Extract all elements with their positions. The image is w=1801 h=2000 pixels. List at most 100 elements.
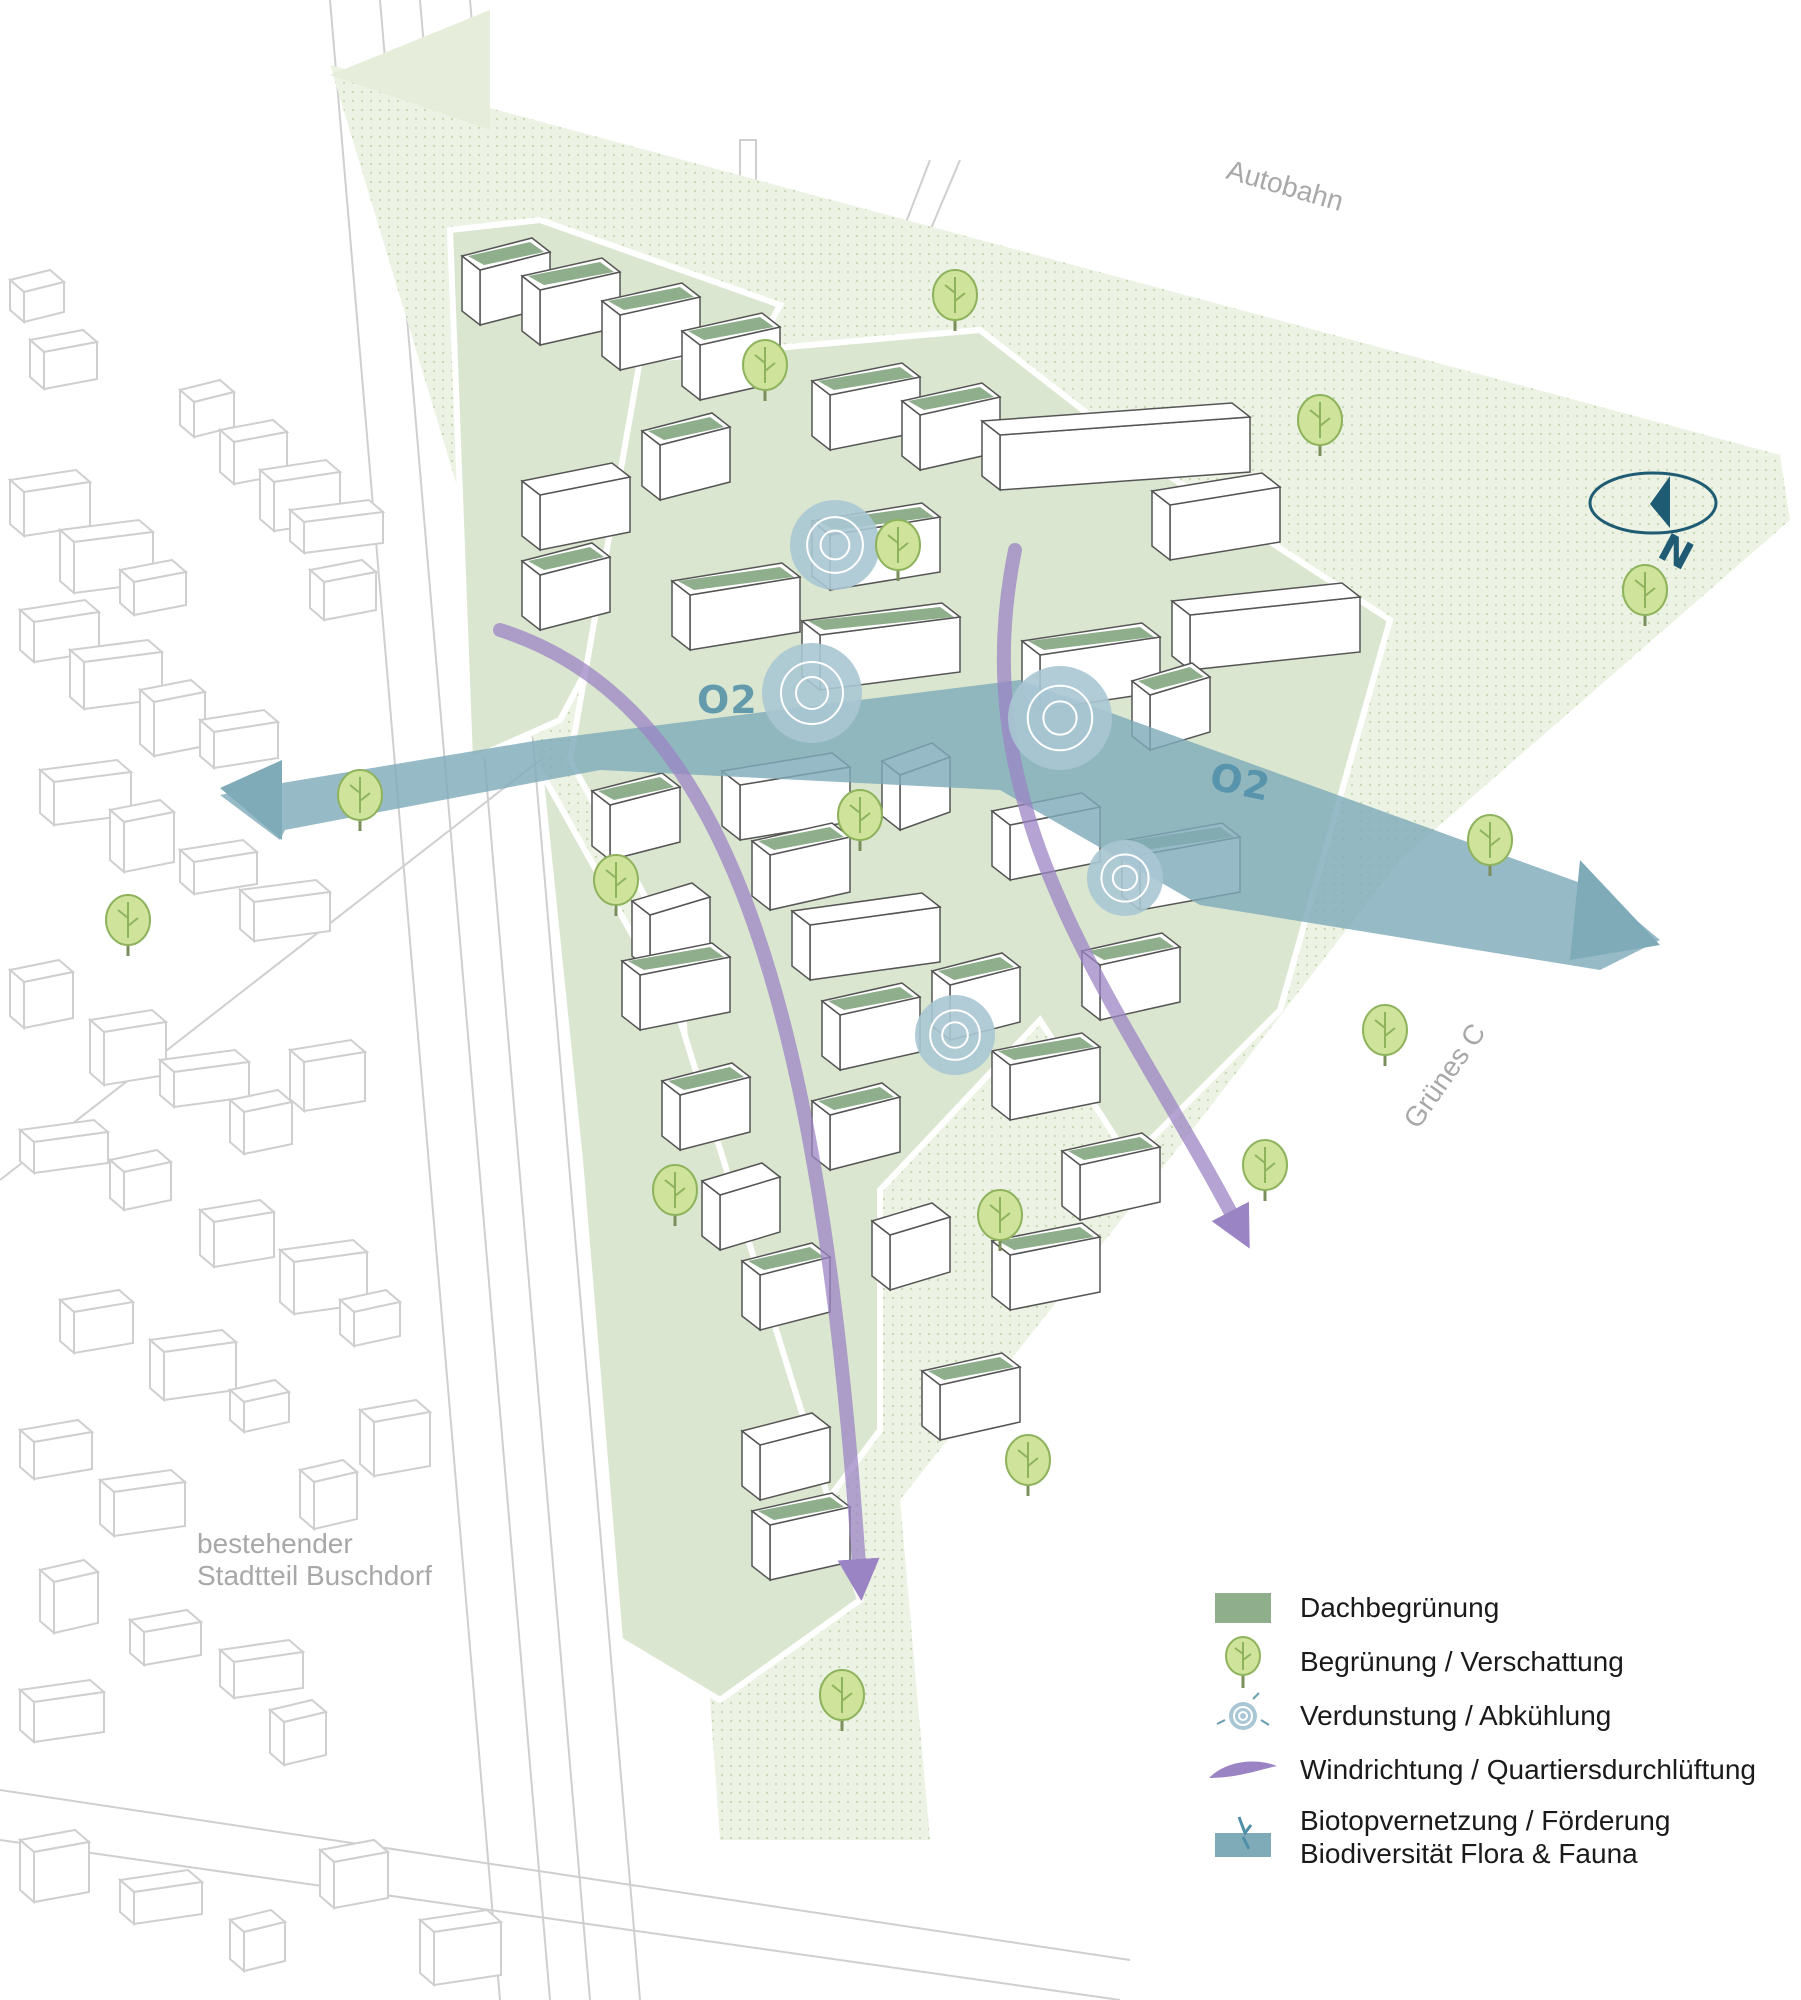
existing-house	[227, 1908, 288, 1974]
existing-house	[307, 558, 379, 623]
existing-buildings	[7, 268, 504, 1988]
planned-building	[590, 772, 682, 862]
planned-building	[600, 282, 702, 372]
existing-house	[217, 1638, 306, 1701]
legend-item-greening-shading: Begrünung / Verschattung	[1205, 1636, 1785, 1688]
tree-icon	[1005, 1434, 1051, 1496]
evaporation-ring	[1087, 840, 1163, 916]
biotope-corridor	[220, 680, 1660, 970]
planned-building	[670, 562, 802, 652]
existing-house	[237, 878, 333, 944]
tree-icon	[1297, 394, 1343, 456]
existing-house	[117, 1868, 205, 1927]
legend-label: Biodiversität Flora & Fauna	[1300, 1838, 1638, 1870]
existing-house	[67, 638, 165, 712]
tree-icon	[1467, 814, 1513, 876]
existing-house	[227, 1088, 295, 1157]
existing-house	[357, 1398, 433, 1479]
planned-building	[1170, 582, 1362, 672]
planned-building	[820, 982, 922, 1072]
existing-house	[417, 1908, 504, 1988]
tree-icon	[652, 1164, 698, 1226]
existing-house	[17, 1118, 111, 1176]
existing-house	[317, 1838, 391, 1911]
planned-building	[750, 822, 852, 912]
planned-building	[790, 892, 942, 982]
tree-icon	[337, 769, 383, 831]
existing-house	[287, 1038, 368, 1114]
planned-building	[1060, 1132, 1162, 1222]
existing-house	[177, 838, 260, 897]
existing-house	[7, 268, 67, 325]
existing-house	[7, 468, 93, 539]
existing-house	[267, 1698, 329, 1768]
tree-icon	[932, 269, 978, 331]
wind-flows	[493, 543, 1250, 1601]
north-arrow	[1588, 471, 1718, 535]
existing-house	[7, 958, 76, 1031]
existing-house	[157, 1048, 252, 1110]
legend-item-biotope: Biotopvernetzung / Förderung Biodiversit…	[1205, 1804, 1785, 1870]
evaporation-cooling-points	[762, 500, 1163, 1075]
legend-item-roof-greening: Dachbegrünung	[1205, 1588, 1785, 1628]
planned-building	[920, 1352, 1022, 1442]
planned-building	[740, 1412, 832, 1502]
planned-building	[640, 412, 732, 502]
planned-building	[750, 1492, 852, 1582]
legend-label: Biotopvernetzung / Förderung	[1300, 1805, 1671, 1836]
planned-building	[979, 402, 1253, 492]
existing-house	[87, 1008, 169, 1088]
evaporation-ring	[762, 643, 862, 743]
roof-green-swatch	[1205, 1588, 1280, 1628]
trees	[105, 269, 1668, 1731]
legend-label: Windrichtung / Quartiersdurchlüftung	[1300, 1754, 1756, 1786]
existing-house	[137, 678, 208, 759]
tree-icon	[819, 1669, 865, 1731]
existing-house	[117, 558, 189, 618]
existing-house	[147, 1328, 239, 1403]
tree-icon	[837, 789, 883, 851]
tree-icon	[1362, 1004, 1408, 1066]
planned-buildings	[460, 237, 1362, 1582]
tree-icon	[1622, 564, 1668, 626]
planned-building	[520, 257, 622, 347]
planned-building	[990, 1222, 1102, 1312]
planned-building	[520, 542, 612, 632]
planned-building	[900, 382, 1002, 472]
planned-building	[1150, 472, 1282, 562]
planned-building	[660, 1062, 752, 1152]
legend-item-evaporation-cooling: Verdunstung / Abkühlung	[1205, 1692, 1785, 1736]
evaporation-rings-icon	[1205, 1692, 1280, 1736]
existing-house	[17, 1418, 95, 1482]
tree-icon	[742, 339, 788, 401]
planned-building	[870, 1202, 952, 1292]
existing-house	[37, 1558, 101, 1636]
existing-house	[127, 1608, 204, 1668]
planned-building	[810, 362, 922, 452]
planned-building	[620, 942, 732, 1032]
tree-icon	[1242, 1139, 1288, 1201]
existing-house	[337, 1288, 403, 1349]
planned-building	[520, 462, 632, 552]
existing-house	[17, 1678, 107, 1745]
tree-icon	[977, 1189, 1023, 1251]
planned-building	[990, 1032, 1102, 1122]
existing-house	[107, 1148, 174, 1213]
o2-label-left: O2	[697, 678, 758, 722]
existing-house	[197, 708, 281, 771]
legend-label: Verdunstung / Abkühlung	[1300, 1700, 1612, 1732]
existing-house	[97, 1468, 188, 1539]
legend-label: Begrünung / Verschattung	[1300, 1646, 1624, 1678]
evaporation-ring	[790, 500, 880, 590]
tree-icon	[1205, 1636, 1280, 1688]
existing-house	[287, 498, 386, 556]
existing-house	[17, 1828, 92, 1905]
legend-item-wind: Windrichtung / Quartiersdurchlüftung	[1205, 1750, 1785, 1790]
tree-icon	[105, 894, 151, 956]
existing-house	[297, 1458, 360, 1532]
evaporation-ring	[1008, 666, 1112, 770]
biotope-band-icon	[1205, 1816, 1280, 1858]
tree-icon	[875, 519, 921, 581]
existing-house	[227, 1378, 292, 1435]
